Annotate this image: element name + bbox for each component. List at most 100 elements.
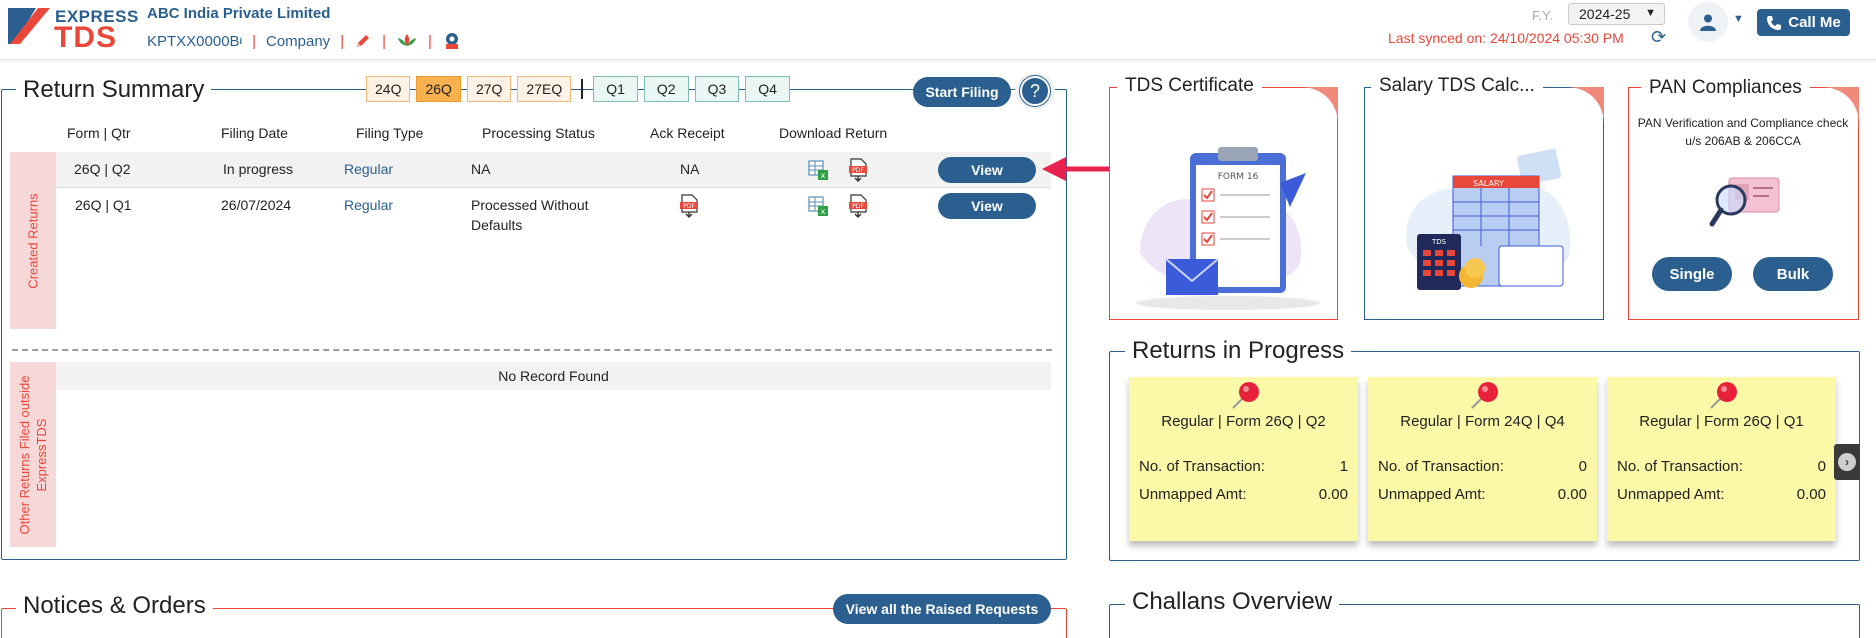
tds-certificate-card[interactable]: FORM 16 [1109, 87, 1338, 320]
row1-view-button[interactable]: View [938, 157, 1036, 183]
tab-quarter-q4[interactable]: Q4 [745, 76, 790, 102]
pdf-download-icon[interactable]: PDF [847, 194, 869, 218]
row2-view-button[interactable]: View [938, 193, 1036, 219]
pan-card-magnifier-icon [1709, 177, 1780, 227]
form-qtr-tabs: 24Q 26Q 27Q 27EQ Q1 Q2 Q3 Q4 [366, 76, 796, 102]
logo-mark-icon [8, 8, 50, 44]
chevron-right-icon: › [1838, 453, 1856, 471]
call-me-label: Call Me [1788, 14, 1841, 31]
tab-label: Q1 [606, 81, 625, 97]
pushpin-icon [1471, 382, 1498, 409]
progress-card-26q-q1[interactable]: Regular | Form 26Q | Q1 No. of Transacti… [1607, 377, 1836, 541]
amt-label: Unmapped Amt: [1139, 486, 1247, 503]
tab-label: 27Q [475, 81, 503, 97]
progress-card-title: Regular | Form 26Q | Q2 [1161, 413, 1326, 430]
logo-text-tds: TDS [54, 21, 117, 54]
phone-icon [1767, 15, 1782, 30]
amt-label: Unmapped Amt: [1378, 486, 1486, 503]
tab-divider [581, 79, 584, 99]
section-divider [12, 349, 1052, 351]
call-me-button[interactable]: Call Me [1757, 9, 1850, 36]
tab-quarter-q1[interactable]: Q1 [593, 76, 638, 102]
notices-orders-panel [1, 608, 1067, 638]
tab-form-24q[interactable]: 24Q [366, 76, 411, 102]
row2-filing-date: 26/07/2024 [221, 197, 292, 213]
svg-text:PDF: PDF [683, 203, 695, 210]
other-returns-label-line2: ExpressTDS [34, 418, 49, 491]
returns-in-progress-title: Returns in Progress [1125, 337, 1352, 365]
chevron-down-icon[interactable]: ▼ [1733, 13, 1744, 25]
tab-quarter-q2[interactable]: Q2 [643, 76, 689, 102]
pan-bulk-button[interactable]: Bulk [1753, 257, 1833, 291]
express-tds-logo[interactable]: EXPRESS TDS [6, 4, 138, 54]
svg-text:PDF: PDF [852, 167, 864, 174]
tab-label: 24Q [375, 81, 402, 97]
tab-label: Q2 [656, 81, 676, 97]
excel-download-icon[interactable]: x [807, 195, 829, 217]
progress-card-26q-q2[interactable]: Regular | Form 26Q | Q2 No. of Transacti… [1129, 377, 1358, 541]
carousel-next-button[interactable]: › [1834, 444, 1860, 480]
svg-text:x: x [821, 207, 826, 216]
progress-card-title: Regular | Form 24Q | Q4 [1400, 413, 1565, 430]
pan-compliances-title: PAN Compliances [1641, 77, 1810, 99]
user-icon [1700, 14, 1716, 31]
lotus-icon[interactable] [396, 32, 418, 50]
refresh-icon[interactable]: ⟳ [1651, 27, 1667, 47]
info-icon[interactable]: i [239, 36, 243, 46]
other-returns-label-line1: Other Returns Filed outside [17, 375, 32, 534]
tab-form-27eq[interactable]: 27EQ [517, 76, 572, 102]
txn-label: No. of Transaction: [1378, 458, 1504, 475]
challans-overview-title: Challans Overview [1125, 588, 1340, 616]
col-filing-date: Filing Date [221, 125, 288, 141]
txn-value: 1 [1339, 458, 1348, 475]
ack-pdf-icon[interactable]: PDF [678, 194, 700, 218]
svg-text:PDF: PDF [852, 203, 864, 210]
separator: | [340, 32, 345, 50]
row2-status-line1: Processed Without [471, 197, 589, 213]
return-summary-title: Return Summary [16, 76, 212, 104]
user-avatar[interactable] [1688, 2, 1728, 42]
salary-tds-calc-title: Salary TDS Calc... [1371, 75, 1543, 97]
form16-label: FORM 16 [1218, 172, 1259, 182]
help-button[interactable]: ? [1015, 73, 1055, 109]
card-corner-fold [1300, 87, 1338, 125]
row1-filing-type-link[interactable]: Regular [344, 161, 394, 177]
txn-value: 0 [1817, 458, 1826, 475]
progress-card-title: Regular | Form 26Q | Q1 [1639, 413, 1804, 430]
amt-label: Unmapped Amt: [1617, 486, 1725, 503]
start-filing-button[interactable]: Start Filing [913, 77, 1011, 107]
salary-label: SALARY [1473, 179, 1504, 188]
col-processing-status: Processing Status [482, 125, 595, 141]
col-form-qtr: Form | Qtr [67, 125, 131, 141]
separator: | [252, 32, 256, 50]
fy-select[interactable]: 2024-25 ▼ [1568, 3, 1665, 25]
pan-single-button[interactable]: Single [1652, 257, 1732, 291]
pdf-download-icon[interactable]: PDF [847, 158, 869, 182]
income-tax-emblem-icon[interactable] [442, 31, 462, 51]
salary-tds-calc-card[interactable]: SALARY TDS [1364, 87, 1604, 320]
top-header: EXPRESS TDS ABC India Private Limited KP… [0, 0, 1876, 60]
tab-form-27q[interactable]: 27Q [466, 76, 512, 102]
tab-form-26q[interactable]: 26Q [416, 76, 461, 102]
created-returns-label: Created Returns [25, 192, 41, 289]
separator: | [428, 32, 432, 50]
caret-down-icon: ▼ [1645, 7, 1656, 19]
view-raised-requests-button[interactable]: View all the Raised Requests [833, 594, 1051, 624]
no-record-row: No Record Found [56, 362, 1051, 390]
card-corner-fold [1821, 87, 1859, 125]
row2-filing-type-link[interactable]: Regular [344, 197, 394, 213]
challans-overview-panel [1109, 604, 1860, 638]
excel-download-icon[interactable]: x [807, 159, 829, 181]
tab-quarter-q3[interactable]: Q3 [694, 76, 740, 102]
svg-text:x: x [821, 171, 826, 180]
amt-value: 0.00 [1796, 486, 1826, 503]
txn-label: No. of Transaction: [1139, 458, 1265, 475]
fy-value: 2024-25 [1579, 6, 1631, 22]
edit-pencil-icon[interactable] [354, 32, 372, 50]
no-record-text: No Record Found [498, 368, 609, 384]
progress-card-24q-q4[interactable]: Regular | Form 24Q | Q4 No. of Transacti… [1368, 377, 1597, 541]
logo-text-express: EXPRESS [55, 7, 139, 26]
